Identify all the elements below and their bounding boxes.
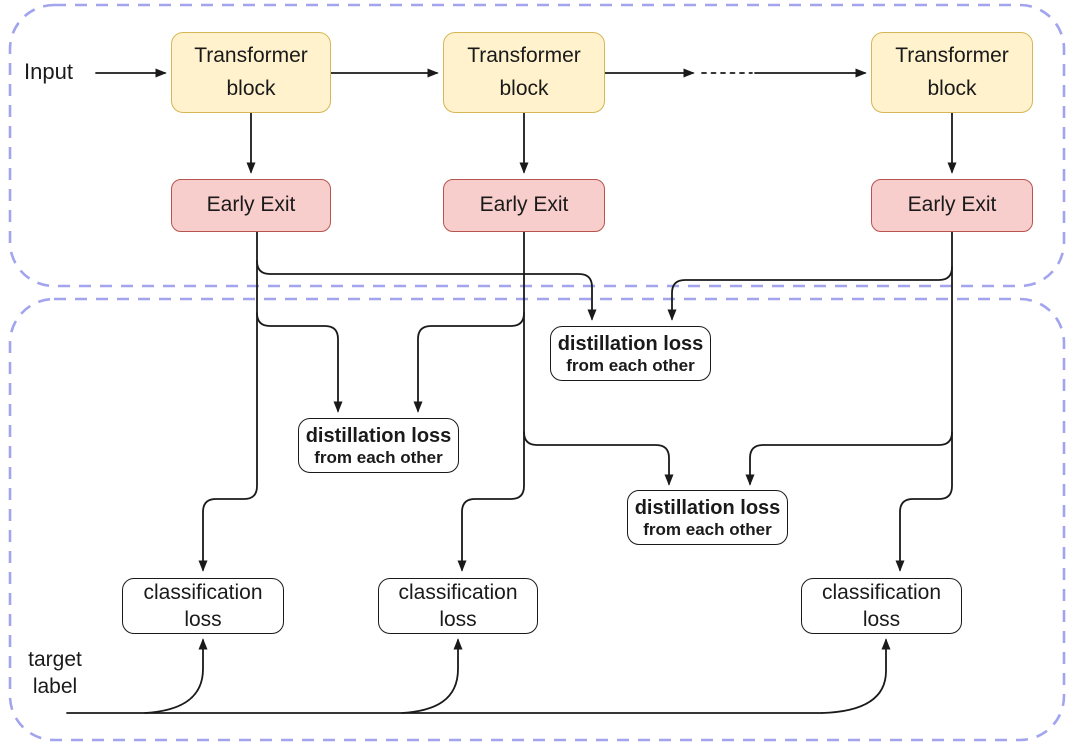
transformer-block-3-line2: block — [927, 76, 977, 100]
target-label: target label — [18, 646, 92, 700]
classification-loss-1-line2: loss — [184, 608, 222, 631]
early-exit-2-label: Early Exit — [479, 193, 569, 217]
transformer-block-1: Transformer block — [171, 32, 331, 113]
distillation-loss-1-line1: distillation loss — [557, 332, 704, 355]
arrow-exit1-to-distillation1 — [256, 260, 597, 321]
distillation-loss-2: distillation loss from each other — [298, 418, 459, 473]
distillation-loss-3: distillation loss from each other — [627, 490, 788, 545]
classification-loss-2-line1: classification — [398, 581, 518, 604]
distillation-loss-1-line2: from each other — [566, 355, 695, 375]
classification-loss-1: classification loss — [122, 578, 284, 634]
classification-loss-2-line2: loss — [439, 608, 477, 631]
arrow-exit3-to-classification3 — [895, 231, 953, 572]
distillation-loss-1: distillation loss from each other — [550, 326, 711, 381]
target-label-line2: label — [32, 675, 78, 698]
arrow-target-to-classification2 — [401, 638, 463, 714]
arrow-exit3-to-distillation1 — [667, 266, 953, 321]
transformer-block-2: Transformer block — [443, 32, 605, 113]
early-exit-3: Early Exit — [871, 179, 1033, 232]
target-label-line1: target — [28, 648, 82, 671]
transformer-block-1-line2: block — [226, 76, 276, 100]
classification-loss-2: classification loss — [378, 578, 538, 634]
transformer-block-3-line1: Transformer — [895, 43, 1009, 67]
arrow-exit1-to-distillation2 — [256, 312, 343, 413]
transformer-block-1-line1: Transformer — [194, 43, 308, 67]
classification-loss-3: classification loss — [801, 578, 962, 634]
arrow-exit2-to-classification2 — [457, 231, 525, 572]
transformer-block-3: Transformer block — [871, 32, 1033, 113]
input-label: Input — [24, 59, 73, 84]
distillation-loss-3-line1: distillation loss — [634, 496, 781, 519]
transformer-block-2-line1: Transformer — [467, 43, 581, 67]
container-losses — [8, 297, 1066, 742]
early-exit-3-label: Early Exit — [907, 193, 997, 217]
distillation-loss-2-line1: distillation loss — [305, 424, 452, 447]
arrow-exit3-to-distillation3 — [745, 431, 953, 486]
distillation-loss-3-line2: from each other — [643, 519, 772, 539]
arrow-exit2-to-distillation2 — [413, 312, 525, 413]
arrow-exit2-to-distillation3 — [523, 431, 674, 486]
early-exit-1: Early Exit — [171, 179, 331, 232]
arrow-target-to-classification1 — [144, 638, 208, 714]
early-exit-2: Early Exit — [443, 179, 605, 232]
early-exit-1-label: Early Exit — [206, 193, 296, 217]
arrow-target-to-classification3 — [821, 638, 891, 714]
container-backbone — [8, 3, 1066, 288]
transformer-block-2-line2: block — [499, 76, 549, 100]
arrow-exit1-to-classification1 — [198, 231, 258, 572]
classification-loss-3-line1: classification — [821, 581, 942, 604]
classification-loss-1-line1: classification — [143, 581, 263, 604]
distillation-loss-2-line2: from each other — [314, 447, 443, 467]
classification-loss-3-line2: loss — [862, 608, 901, 631]
